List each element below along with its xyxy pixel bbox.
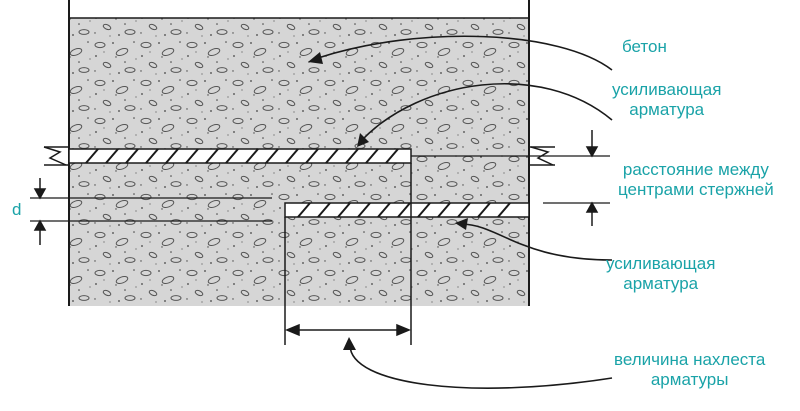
label-lap-length: величина нахлеста арматуры (614, 350, 765, 390)
label-rebar-bottom-line-2: арматура (623, 274, 699, 293)
bottom-rebar (284, 202, 530, 218)
label-center-distance-line-1: расстояние между (622, 160, 769, 179)
break-lines (43, 146, 555, 166)
lap-length-dimension (284, 163, 412, 345)
label-rebar-top-line-2: арматура (629, 100, 705, 119)
label-concrete: бетон (622, 37, 667, 56)
center-distance-dimension (585, 130, 599, 226)
top-rebar (68, 148, 412, 164)
leader-arrowheads (308, 52, 468, 350)
label-rebar-top-line-1: усиливающая (612, 80, 722, 99)
d-dimension (33, 178, 47, 245)
leader-lines (317, 35, 613, 389)
label-rebar-bottom: усиливающая арматура (606, 254, 715, 294)
label-d: d (12, 200, 22, 219)
label-center-distance: расстояние между центрами стержней (618, 160, 774, 200)
label-rebar-top: усиливающая арматура (612, 80, 721, 120)
label-lap-length-line-2: арматуры (650, 370, 729, 389)
bar-axis-lines (30, 155, 610, 222)
label-lap-length-line-1: величина нахлеста (614, 350, 766, 369)
label-rebar-bottom-line-1: усиливающая (606, 254, 716, 273)
label-center-distance-line-2: центрами стержней (618, 180, 774, 199)
